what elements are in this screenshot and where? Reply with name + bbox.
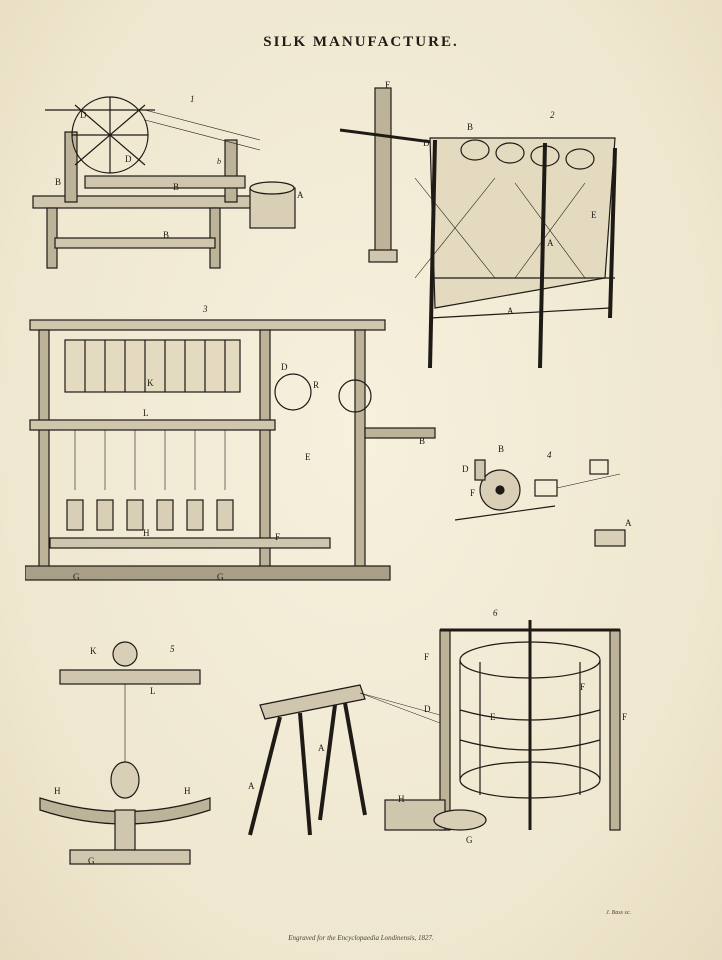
label-G: G: [73, 572, 80, 582]
label-D: D: [462, 464, 469, 474]
label-K: K: [90, 646, 97, 656]
figure-6-number: 6: [493, 608, 498, 618]
figure-3-number: 3: [202, 304, 208, 314]
label-A: A: [507, 306, 514, 316]
label-F: F: [470, 488, 475, 498]
figure-4-bobbin-detail: B D F A 4: [454, 444, 632, 547]
plate-title: SILK MANUFACTURE.: [263, 34, 459, 50]
label-A: A: [248, 781, 255, 791]
label-G: G: [88, 856, 95, 866]
label-F: F: [275, 532, 280, 542]
label-D: D: [424, 704, 431, 714]
label-A: A: [297, 190, 304, 200]
label-E: E: [305, 452, 311, 462]
label-H: H: [143, 528, 150, 538]
label-D: D: [125, 154, 132, 164]
label-E: E: [490, 712, 496, 722]
figure-2-number: 2: [550, 110, 555, 120]
label-F: F: [385, 80, 390, 90]
figure-5-spindle-detail: 5 K L H H G: [39, 641, 211, 866]
label-E: E: [591, 210, 597, 220]
label-F: F: [622, 712, 627, 722]
label-A: A: [625, 518, 632, 528]
engraver-signature: J. Bass sc.: [606, 910, 631, 916]
label-D: D: [80, 110, 87, 120]
label-H: H: [398, 794, 405, 804]
figure-2-throwing-mill: 2 F D B E A A: [339, 80, 617, 369]
label-F: F: [580, 682, 585, 692]
label-b: b: [217, 157, 221, 166]
figure-winding-trestle: A A: [248, 684, 441, 836]
label-R: R: [313, 380, 319, 390]
figure-4-number: 4: [547, 450, 552, 460]
label-K: K: [147, 378, 154, 388]
label-H: H: [54, 786, 61, 796]
figure-3-spinning-frame: 3 K L R D E H F G G B: [25, 304, 436, 582]
label-B: B: [163, 230, 169, 240]
label-G: G: [466, 835, 473, 845]
figure-1-number: 1: [190, 94, 195, 104]
label-B: B: [498, 444, 504, 454]
label-B: B: [173, 182, 179, 192]
label-D: D: [281, 362, 288, 372]
label-A: A: [318, 743, 325, 753]
label-H: H: [184, 786, 191, 796]
label-B: B: [467, 122, 473, 132]
label-B: B: [419, 436, 425, 446]
figure-1-reel: 1 D D B B B A b: [32, 94, 304, 269]
label-D: D: [423, 138, 430, 148]
label-F: F: [424, 652, 429, 662]
label-A: A: [547, 238, 554, 248]
plate-caption: Engraved for the Encyclopaedia Londinens…: [288, 934, 434, 942]
label-L: L: [150, 686, 156, 696]
label-B: B: [55, 177, 61, 187]
label-G: G: [217, 572, 224, 582]
figure-5-number: 5: [170, 644, 175, 654]
figure-6-swift: 6 F F F E D H G: [384, 608, 627, 845]
label-L: L: [143, 408, 149, 418]
